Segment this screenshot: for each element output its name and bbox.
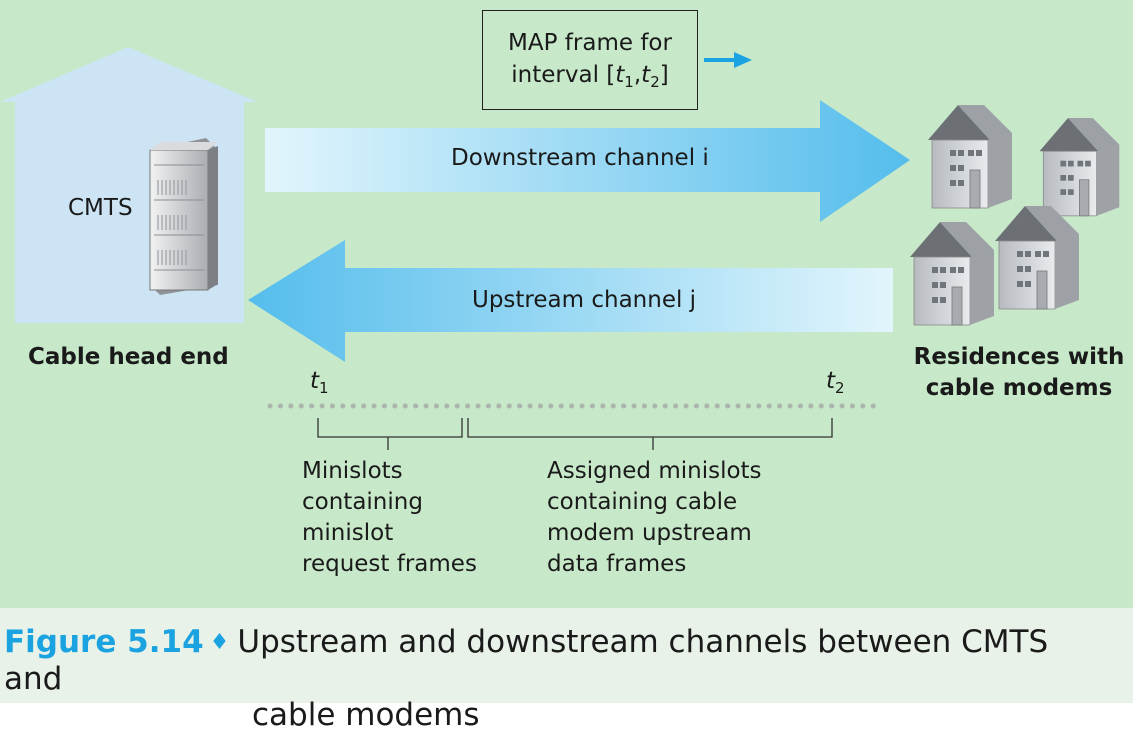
minislots-description: Minislots containing minislot request fr… <box>302 456 477 580</box>
map-frame-line1: MAP frame for <box>508 30 672 56</box>
residences-label: Residences with cable modems <box>908 342 1130 404</box>
house-icon <box>910 222 994 326</box>
head-end-label: Cable head end <box>28 344 229 370</box>
residences-label-line1: Residences with <box>913 344 1125 370</box>
minislots-line: Minislots <box>302 458 403 484</box>
cmts-rack-icon <box>149 138 218 295</box>
downstream-arrow <box>265 100 910 222</box>
diamond-icon: ♦ <box>209 630 230 655</box>
head-end-roof <box>0 47 258 102</box>
time-t2-label: t2 <box>826 368 845 397</box>
map-frame-line2: interval [t1,t2] <box>511 62 669 91</box>
assigned-minislots-brace <box>467 418 833 450</box>
assigned-line: modem upstream <box>547 520 752 546</box>
minislots-line: minislot <box>302 520 394 546</box>
minislots-line: containing <box>302 489 423 515</box>
map-frame-box: MAP frame for interval [t1,t2] <box>482 10 698 110</box>
diagram-canvas <box>0 47 1120 450</box>
caption-bar <box>0 608 1133 703</box>
figure-caption: Figure 5.14♦Upstream and downstream chan… <box>0 624 1114 733</box>
map-frame-arrow <box>704 52 752 68</box>
assigned-line: containing cable <box>547 489 738 515</box>
house-icon <box>995 206 1079 310</box>
caption-text-line1: Upstream and downstream channels between… <box>4 624 1049 697</box>
minislot-request-brace <box>317 418 463 450</box>
minislots-line: request frames <box>302 551 477 577</box>
assigned-line: data frames <box>547 551 687 577</box>
house-icon <box>928 105 1012 209</box>
house-icon <box>1039 118 1120 217</box>
cmts-label: CMTS <box>68 195 133 221</box>
assigned-line: Assigned minislots <box>547 458 762 484</box>
upstream-label: Upstream channel j <box>472 287 697 313</box>
assigned-minislots-description: Assigned minislots containing cable mode… <box>547 456 762 580</box>
upstream-arrow <box>248 240 893 362</box>
downstream-label: Downstream channel i <box>451 145 709 171</box>
caption-text-line2: cable modems <box>252 697 480 733</box>
time-t1-label: t1 <box>310 368 329 397</box>
residences-label-line2: cable modems <box>925 375 1113 401</box>
figure-number: Figure 5.14 <box>4 624 204 660</box>
